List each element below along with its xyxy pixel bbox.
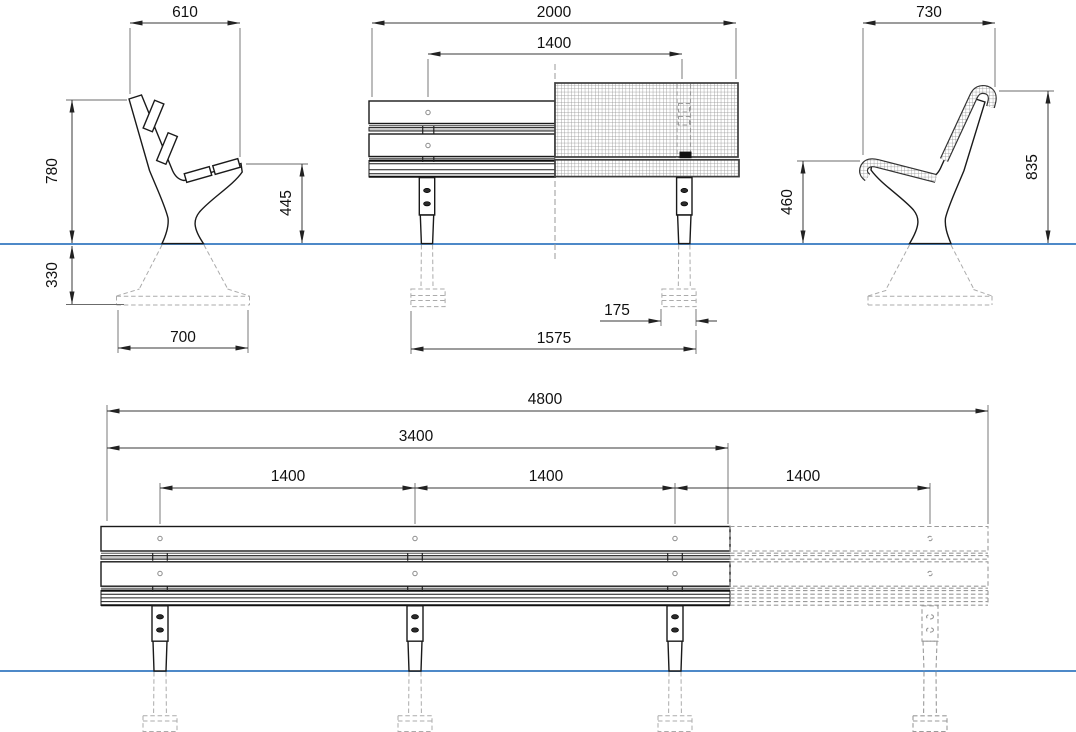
dim-label: 835 xyxy=(1024,154,1041,180)
view-front-half: 2000 1400 175 1575 xyxy=(368,4,740,354)
seat-band xyxy=(100,589,731,607)
underground-base xyxy=(116,244,250,306)
dim-label: 1400 xyxy=(529,468,564,485)
dim-label: 4800 xyxy=(528,391,563,408)
rail-ticks xyxy=(152,553,683,592)
mesh-back-panel xyxy=(554,82,739,158)
bench-leg xyxy=(666,605,684,672)
back-slat xyxy=(142,99,165,133)
dim-label: 175 xyxy=(604,302,630,319)
dim-label: 1400 xyxy=(786,468,821,485)
bench-leg xyxy=(418,176,436,245)
underground-base xyxy=(867,244,993,306)
rail xyxy=(100,555,731,560)
underground-anchor xyxy=(142,671,693,732)
dim-bays: 1400 1400 1400 xyxy=(159,468,931,524)
seat-slat xyxy=(211,157,242,176)
bench-leg xyxy=(151,605,169,672)
dim-back-height: 780 xyxy=(44,99,127,244)
dim-seat-height: 460 xyxy=(779,160,860,244)
dim-total-length: 4800 xyxy=(106,391,989,524)
dim-label: 3400 xyxy=(399,428,434,445)
dim-back-height: 835 xyxy=(999,90,1054,244)
dim-label: 730 xyxy=(916,4,942,21)
rail xyxy=(368,126,556,132)
dim-below-ground: 330 xyxy=(44,245,124,305)
dim-anchor-width: 175 xyxy=(600,302,717,326)
back-slat xyxy=(155,131,179,166)
screw xyxy=(425,142,431,149)
hidden-leg xyxy=(676,84,692,158)
bench-leg xyxy=(406,605,424,672)
dim-leg-span: 1400 xyxy=(427,35,683,97)
dim-seat-height: 445 xyxy=(246,163,308,244)
bench-leg xyxy=(675,176,693,245)
dim-label: 1400 xyxy=(537,35,572,52)
view-side-right: 730 460 835 xyxy=(779,4,1054,306)
back-board xyxy=(368,133,556,158)
mesh-seat-panel xyxy=(554,158,740,178)
rail-ticks xyxy=(422,126,435,162)
view-side-left: 610 780 330 445 700 xyxy=(44,4,308,353)
dim-label: 780 xyxy=(44,158,61,184)
dim-label: 610 xyxy=(172,4,198,21)
dim-label: 1575 xyxy=(537,330,571,347)
seat-strip-section xyxy=(859,158,938,183)
dim-bench-length: 3400 xyxy=(106,428,729,524)
dim-label: 700 xyxy=(170,329,196,346)
dim-anchor-span: 1575 xyxy=(410,311,697,354)
back-board xyxy=(100,525,731,552)
screw xyxy=(425,109,431,116)
seat-band xyxy=(368,159,556,178)
screws xyxy=(157,535,678,577)
dim-top-width: 610 xyxy=(129,4,241,157)
dim-label: 445 xyxy=(278,190,295,216)
leg-bracket-tab xyxy=(679,151,692,159)
seat-slat xyxy=(183,165,213,184)
view-front-long: 4800 3400 1400 1400 1400 xyxy=(100,391,989,732)
dim-length: 2000 xyxy=(371,4,737,97)
bench-side-frame xyxy=(128,94,243,245)
extension-module xyxy=(729,525,989,732)
back-strip-section xyxy=(939,84,997,162)
dim-label: 460 xyxy=(779,189,796,215)
dim-base-width: 700 xyxy=(117,310,249,353)
back-board xyxy=(368,100,556,125)
dim-label: 330 xyxy=(44,262,61,288)
underground-anchor xyxy=(410,244,697,308)
dim-label: 2000 xyxy=(537,4,572,21)
dim-label: 1400 xyxy=(271,468,306,485)
dim-depth: 730 xyxy=(862,4,996,155)
